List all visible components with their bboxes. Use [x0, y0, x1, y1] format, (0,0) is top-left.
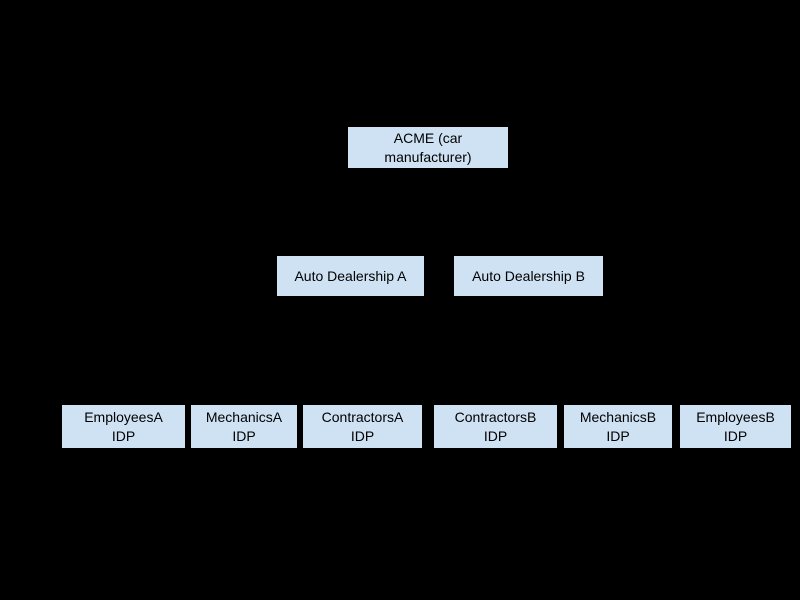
node-contractors-a-idp: ContractorsA IDP: [303, 405, 422, 448]
node-label-line1: ContractorsB: [454, 408, 537, 425]
node-label-line1: MechanicsA: [205, 408, 283, 425]
node-label-line1: ACME (car: [393, 129, 463, 146]
node-label-line1: Auto Dealership A: [294, 267, 407, 284]
node-acme-car-manufacturer: ACME (car manufacturer): [348, 127, 508, 168]
node-label-line2: IDP: [111, 427, 136, 444]
node-label-line1: MechanicsB: [579, 408, 657, 425]
node-label-line2: IDP: [350, 427, 375, 444]
node-mechanics-b-idp: MechanicsB IDP: [564, 405, 672, 448]
node-label-line2: manufacturer): [384, 148, 472, 165]
node-employees-b-idp: EmployeesB IDP: [680, 405, 791, 448]
node-employees-a-idp: EmployeesA IDP: [62, 405, 185, 448]
node-label-line1: ContractorsA: [321, 408, 404, 425]
node-auto-dealership-b: Auto Dealership B: [454, 256, 603, 296]
node-label-line1: Auto Dealership B: [472, 267, 585, 284]
node-mechanics-a-idp: MechanicsA IDP: [191, 405, 297, 448]
node-label-line2: IDP: [723, 427, 748, 444]
node-label-line1: EmployeesB: [696, 408, 775, 425]
node-auto-dealership-a: Auto Dealership A: [277, 256, 424, 296]
node-label-line1: EmployeesA: [84, 408, 163, 425]
node-contractors-b-idp: ContractorsB IDP: [434, 405, 557, 448]
node-label-line2: IDP: [606, 427, 630, 444]
node-label-line2: IDP: [483, 427, 508, 444]
node-label-line2: IDP: [232, 427, 256, 444]
